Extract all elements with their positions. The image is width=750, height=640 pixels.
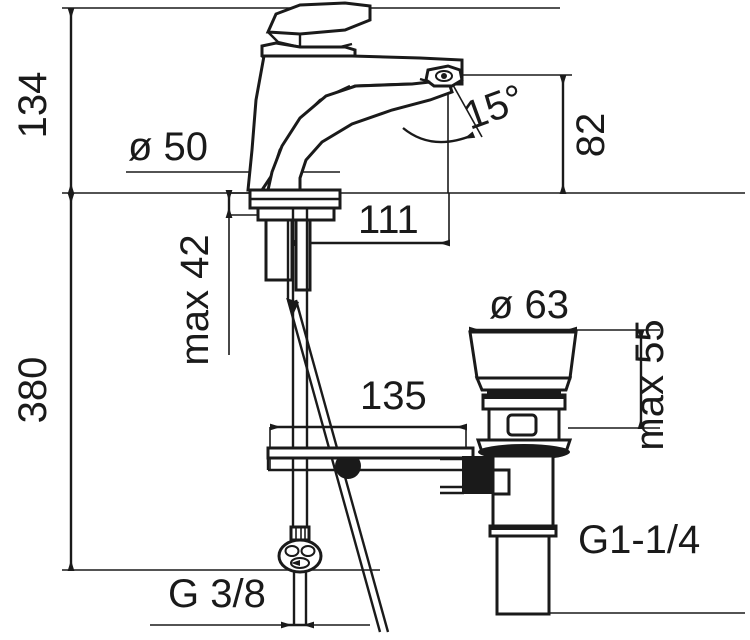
label-380: 380 [11, 357, 55, 424]
label-g1-1-4: G1-1/4 [578, 518, 700, 562]
label-134: 134 [11, 72, 55, 139]
faucet-body-assembly [246, 1, 464, 625]
label-111: 111 [358, 198, 419, 242]
label-d63: ø 63 [489, 283, 569, 327]
label-d50: ø 50 [128, 125, 208, 169]
label-135: 135 [360, 374, 427, 418]
label-max42: max 42 [173, 234, 217, 365]
pop-up-lift-rod [286, 298, 390, 633]
label-82: 82 [569, 113, 613, 158]
label-max55: max 55 [628, 319, 672, 450]
label-g3-8: G 3/8 [168, 572, 266, 616]
dimension-labels: 134 380 ø 50 max 42 111 15° 82 135 ø 63 … [11, 72, 700, 616]
pop-up-waste-assembly [440, 330, 578, 616]
label-15deg: 15° [458, 76, 530, 138]
pop-up-pull-rod [266, 446, 475, 472]
